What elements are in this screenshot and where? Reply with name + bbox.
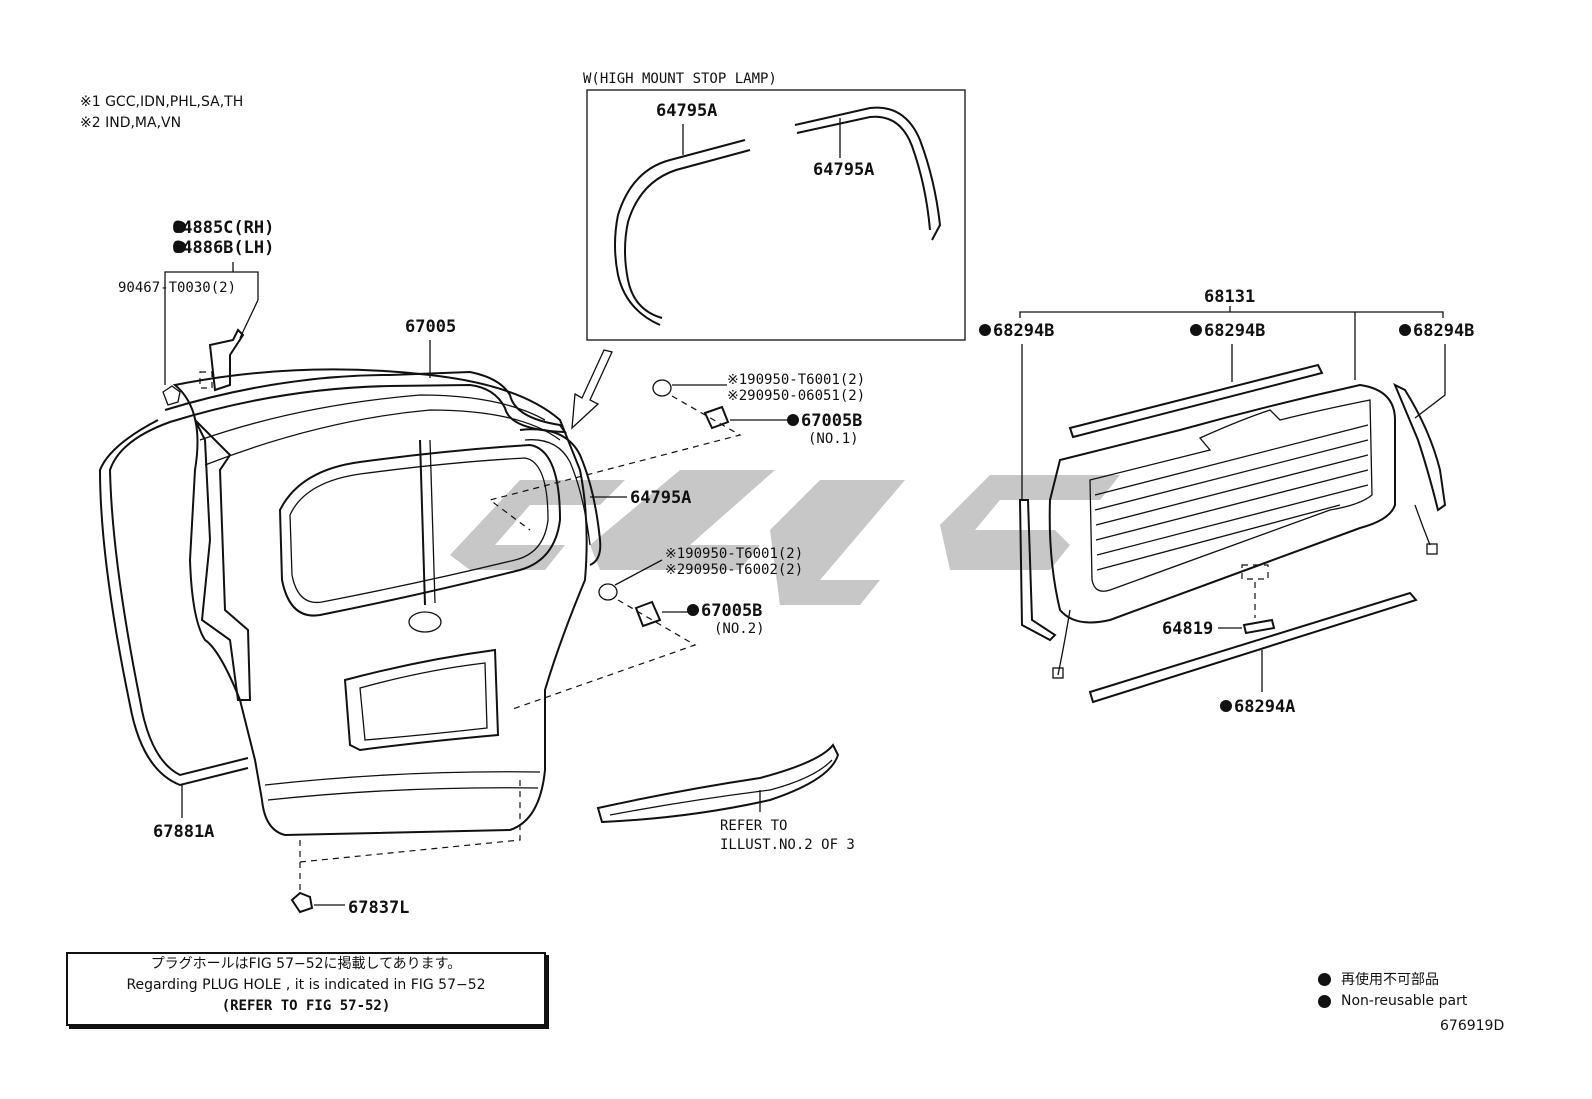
molding-68294b-top [1068,363,1324,439]
back-window-glass-68131 [1048,383,1396,624]
label-90950-2a: ※190950-T6001(2) [665,546,803,562]
inset-weatherstrip-left-inner [624,149,751,319]
watermark-logo [450,470,1120,605]
label-68294b-right: 68294B [1413,321,1474,341]
inset-arrow [571,349,613,430]
label-67881a: 67881A [153,822,214,842]
stopper-67005b-no2 [634,600,662,628]
label-68294b-mid: 68294B [1204,321,1265,341]
label-68294a: 68294A [1234,697,1295,717]
notice-line-en: Regarding PLUG HOLE , it is indicated in… [126,977,486,993]
rear-spoiler [596,743,840,824]
inset-weatherstrip-right [794,106,942,241]
label-90950-1a: ※190950-T6001(2) [727,372,865,388]
connector-right [1426,543,1438,555]
legend-text-en: Non-reusable part [1341,993,1468,1009]
molding-68294b-left [1018,499,1057,642]
hinge-cover-64885c [208,328,245,392]
label-68294b-left: 68294B [993,321,1054,341]
label-67005b-1-note: (NO.1) [808,431,859,447]
clip-90467 [162,385,181,406]
grommet-64819 [1242,618,1276,635]
label-67005b-1: 67005B [801,411,862,431]
back-window-opening [278,443,562,617]
inset-weatherstrip-right-inner [796,115,931,231]
inset-frame [586,89,966,341]
label-90467: 90467-T0030(2) [118,280,236,296]
label-64795a: 64795A [630,488,691,508]
refer-line-1: REFER TO [720,818,787,834]
filled-circle-icon [1318,994,1331,1008]
inset-weatherstrip-left [614,139,746,326]
license-plate-recess [343,648,500,752]
label-67837l: 67837L [348,898,409,918]
notice-line-jp: プラグホールはFIG 57−52に掲載してあります。 [150,956,462,972]
inset-label-left: 64795A [656,101,717,121]
label-64819: 64819 [1162,619,1213,639]
label-67005: 67005 [405,317,456,337]
inset-title: W(HIGH MOUNT STOP LAMP) [583,71,777,87]
legend-row-jp: 再使用不可部品 [1318,968,1467,990]
weatherstrip-64795a [519,428,602,566]
refer-line-2: ILLUST.NO.2 OF 3 [720,837,855,853]
clip-67837l [290,891,314,914]
legend: 再使用不可部品 Non-reusable part [1318,968,1467,1012]
label-64886b: 64886B(LH) [172,238,274,258]
filled-circle-icon [1318,972,1331,986]
back-door-panel [172,368,588,837]
legend-text-jp: 再使用不可部品 [1341,972,1439,988]
label-67005b-2: 67005B [701,601,762,621]
stopper-67005b-no1 [703,405,730,430]
region-notes: ※1 GCC,IDN,PHL,SA,TH ※2 IND,MA,VN [80,92,243,134]
label-68131: 68131 [1204,287,1255,307]
label-90950-1b: ※290950-06051(2) [727,388,865,404]
label-90950-2b: ※290950-T6002(2) [665,562,803,578]
label-67005b-2-note: (NO.2) [714,621,765,637]
inset-high-mount-stop-lamp: W(HIGH MOUNT STOP LAMP) 64795A 64795A [583,71,966,341]
plug-hole-notice: プラグホールはFIG 57−52に掲載してあります。 Regarding PLU… [66,952,546,1026]
label-64885c: 64885C(RH) [172,218,274,238]
molding-68294a [1088,591,1418,704]
legend-row-en: Non-reusable part [1318,990,1467,1012]
cushion-90950-1 [652,379,672,397]
emblem-hole [408,611,442,633]
notice-line-ref: (REFER TO FIG 57-52) [221,998,391,1014]
door-hinge-side [194,419,252,701]
inset-label-right: 64795A [813,160,874,180]
connector-left [1052,667,1064,679]
molding-68294b-right [1393,382,1447,512]
region-note-1: ※1 GCC,IDN,PHL,SA,TH [80,94,244,110]
cushion-90950-2 [598,583,618,601]
weatherstrip-67881a [108,370,567,777]
diagram-id: 676919D [1440,1018,1505,1034]
region-note-2: ※2 IND,MA,VN [80,115,182,131]
